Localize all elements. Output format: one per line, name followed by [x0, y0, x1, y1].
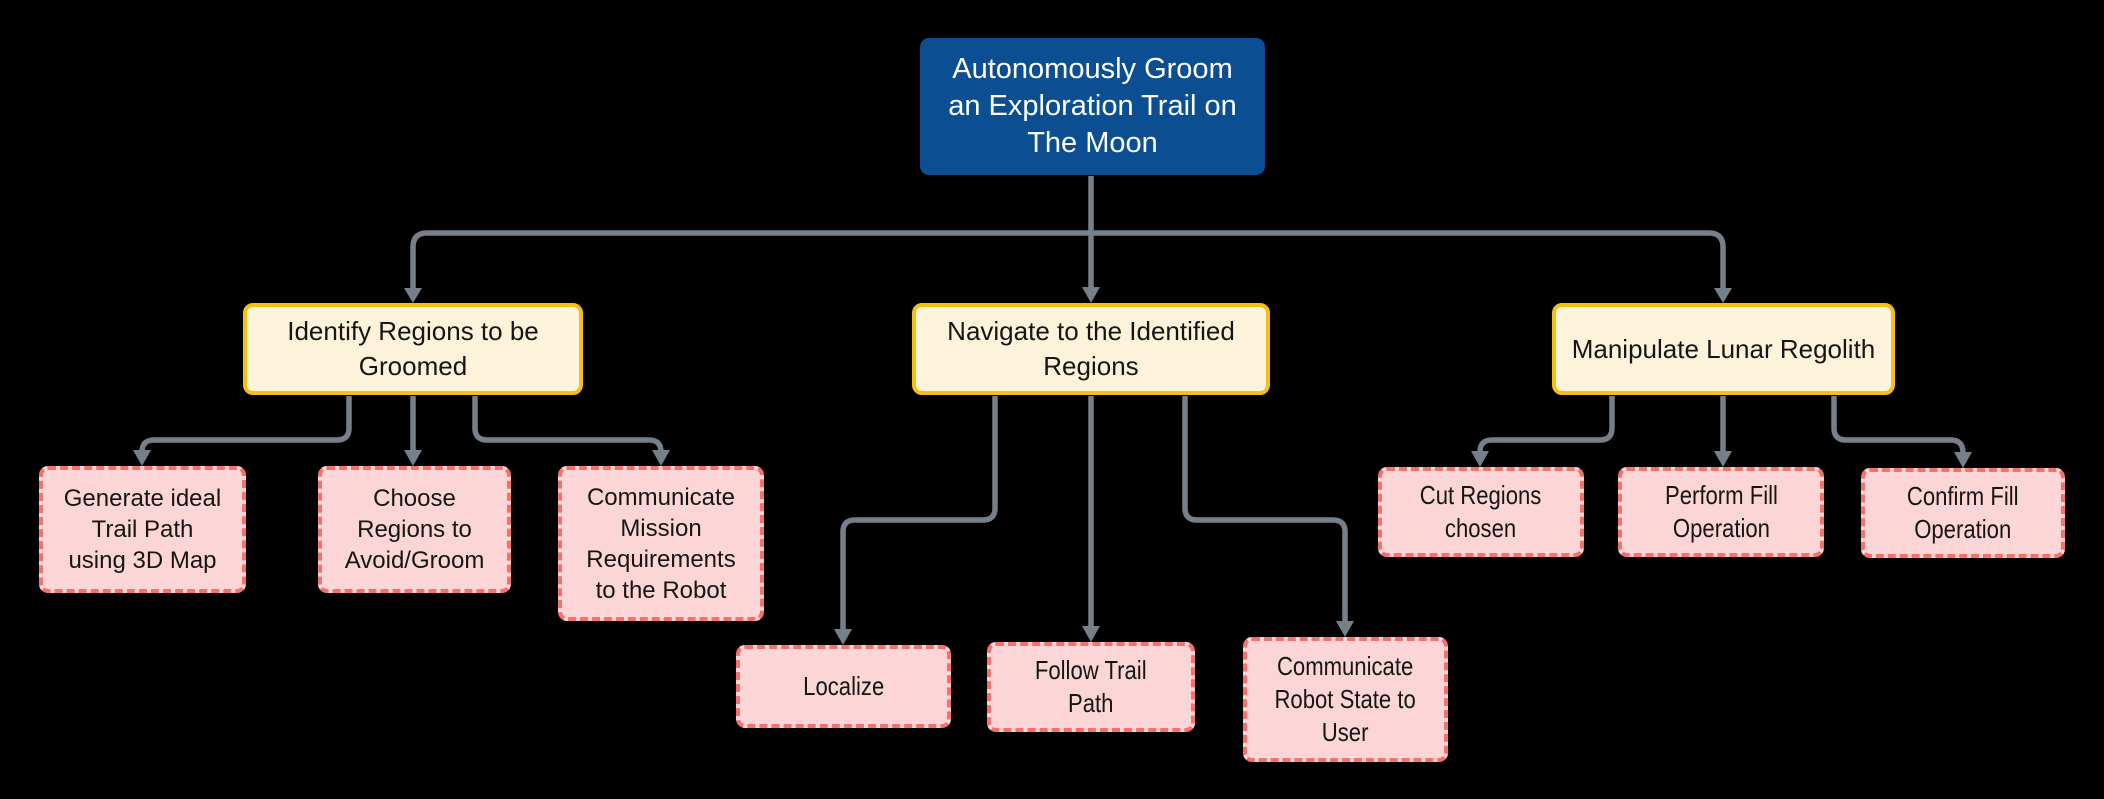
node-branch-identify-regions: Identify Regions to be Groomed — [243, 303, 583, 395]
node-leaf-choose-regions: Choose Regions to Avoid/Groom — [318, 466, 511, 593]
arrowhead-root-to-navigate — [1082, 287, 1100, 303]
connector-identify-to-communicate-mission — [472, 396, 664, 453]
arrowhead-rail-to-manipulate — [1714, 288, 1732, 303]
node-leaf-generate-trail-path-label: Generate ideal Trail Path using 3D Map — [63, 485, 222, 574]
node-leaf-communicate-robot-state-label: Communicate Robot State to User — [1274, 651, 1417, 747]
node-leaf-follow-trail-path-label: Follow Trail Path — [1035, 655, 1147, 718]
node-branch-navigate-label: Navigate to the Identified Regions — [947, 316, 1235, 381]
connector-manipulate-to-cut — [1477, 396, 1615, 453]
node-leaf-follow-trail-path: Follow Trail Path — [987, 642, 1195, 732]
arrowhead-identify-to-communicate-mission — [652, 450, 670, 466]
arrowhead-manipulate-to-perform — [1714, 451, 1732, 467]
node-leaf-cut-regions-label: Cut Regions chosen — [1420, 480, 1542, 543]
node-root-label: Autonomously Groom an Exploration Trail … — [948, 53, 1237, 159]
node-leaf-perform-fill-label: Perform Fill Operation — [1664, 480, 1778, 543]
node-leaf-generate-trail-path: Generate ideal Trail Path using 3D Map — [39, 466, 246, 593]
connector-navigate-to-localize — [840, 396, 998, 630]
arrowhead-identify-to-choose — [404, 450, 422, 466]
node-leaf-confirm-fill-label: Confirm Fill Operation — [1907, 481, 2019, 544]
node-root: Autonomously Groom an Exploration Trail … — [920, 38, 1265, 175]
connector-identify-to-generate — [139, 396, 352, 453]
node-branch-manipulate-regolith-label: Manipulate Lunar Regolith — [1571, 333, 1876, 364]
arrowhead-manipulate-to-confirm — [1954, 452, 1972, 468]
connector-navigate-to-communicate-state — [1182, 396, 1348, 622]
node-branch-manipulate-regolith: Manipulate Lunar Regolith — [1552, 303, 1895, 395]
node-leaf-communicate-robot-state: Communicate Robot State to User — [1243, 637, 1448, 762]
node-branch-identify-regions-label: Identify Regions to be Groomed — [287, 316, 539, 381]
node-leaf-confirm-fill: Confirm Fill Operation — [1861, 468, 2065, 558]
node-leaf-choose-regions-label: Choose Regions to Avoid/Groom — [344, 485, 485, 574]
arrowhead-rail-to-identify — [404, 288, 422, 303]
node-leaf-communicate-mission-label: Communicate Mission Requirements to the … — [586, 483, 736, 604]
arrowhead-manipulate-to-cut — [1471, 451, 1489, 467]
arrowhead-navigate-to-communicate-state — [1336, 621, 1354, 637]
node-leaf-cut-regions: Cut Regions chosen — [1378, 467, 1584, 557]
node-leaf-localize: Localize — [736, 645, 951, 728]
connector-root-rail — [410, 230, 1726, 289]
node-leaf-perform-fill: Perform Fill Operation — [1618, 467, 1824, 557]
node-leaf-communicate-mission: Communicate Mission Requirements to the … — [558, 466, 764, 621]
arrowhead-identify-to-generate — [133, 450, 151, 466]
arrowhead-navigate-to-follow — [1082, 626, 1100, 642]
arrowhead-navigate-to-localize — [834, 629, 852, 645]
connector-manipulate-to-confirm — [1831, 396, 1966, 454]
node-branch-navigate: Navigate to the Identified Regions — [912, 303, 1270, 395]
node-leaf-localize-label: Localize — [802, 671, 885, 701]
